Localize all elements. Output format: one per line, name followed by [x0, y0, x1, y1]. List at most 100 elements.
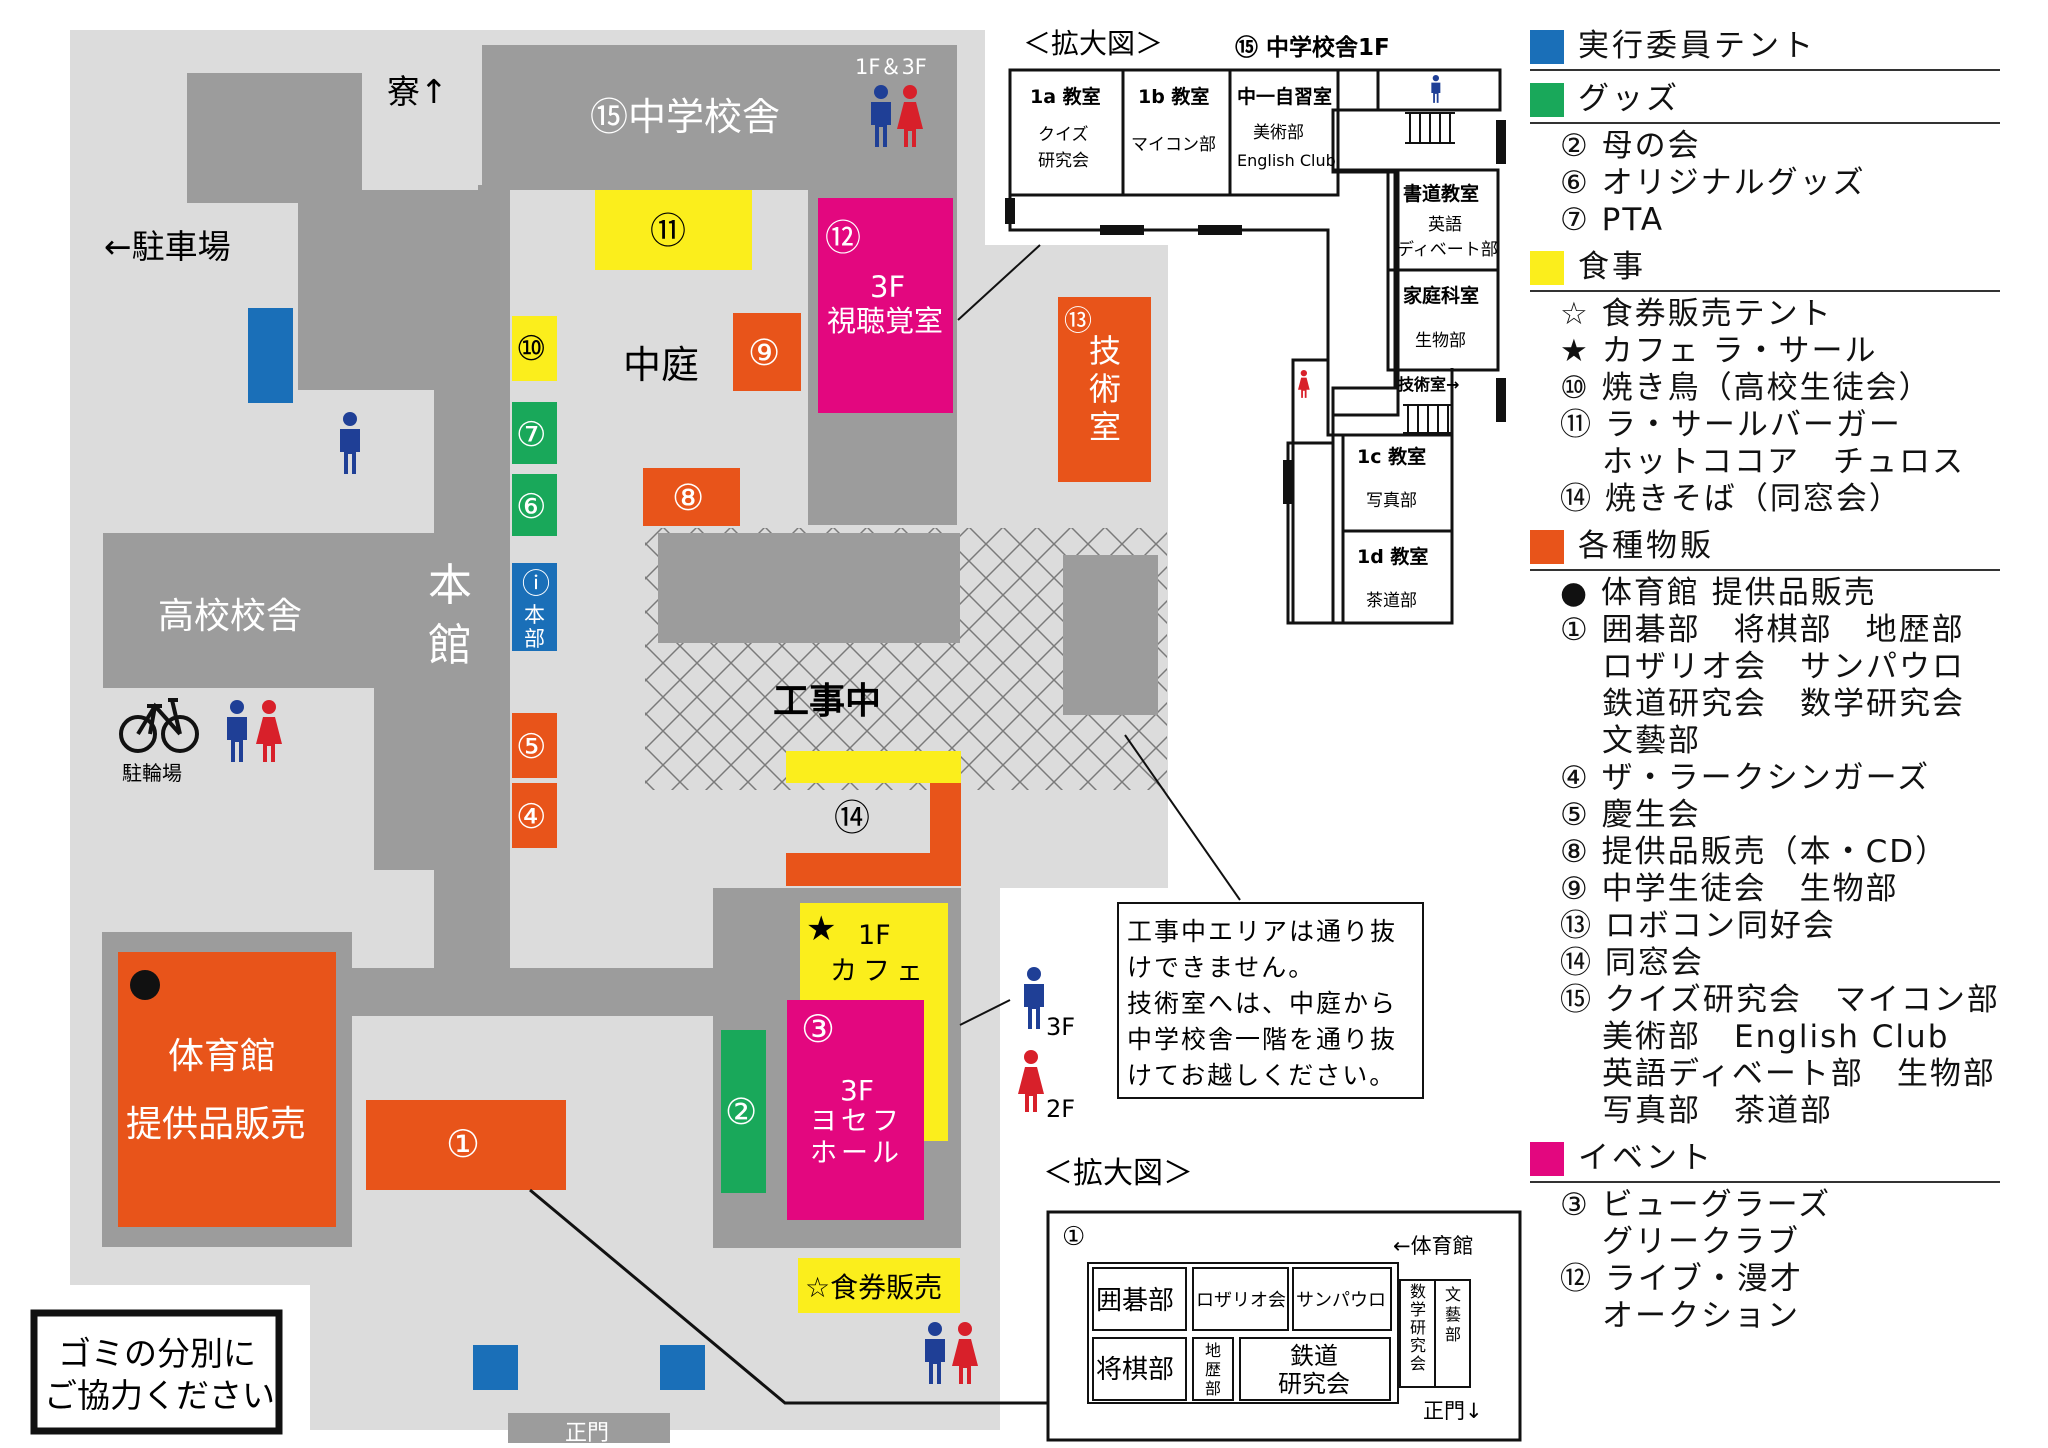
- bicycle-parking-label: 駐輪場: [122, 761, 182, 785]
- room-1c-label: 1c 教室: [1357, 445, 1426, 468]
- food-swatch: [1530, 250, 1564, 285]
- cell-shogi-label: 将棋部: [1096, 1355, 1174, 1385]
- notice-box: [1117, 902, 1424, 1099]
- committee-tent-west: [248, 308, 293, 403]
- legend-event-title: イベント: [1578, 1140, 1714, 1176]
- booth-11: [595, 190, 752, 270]
- main-building-label-1: 本: [428, 560, 472, 611]
- cell-rosario-label: ロザリオ会: [1196, 1290, 1286, 1311]
- wc-3f-label: 3F: [1046, 1013, 1075, 1041]
- committee-swatch: [1530, 29, 1564, 64]
- info-icon: ⓘ: [522, 567, 550, 600]
- cell-go-label: 囲碁部: [1096, 1286, 1174, 1316]
- inset-outline: [1087, 1262, 1399, 1404]
- legend-sales-item-cont: 英語ディベート部 生物部: [1602, 1056, 1996, 1092]
- legend-event: イベント: [1530, 1140, 2000, 1183]
- notice-line-4: 中学校舎一階を通り抜: [1127, 1025, 1397, 1054]
- notice-line-3: 技術室へは、中庭から: [1127, 989, 1397, 1018]
- legend-committee: 実行委員テント: [1530, 28, 2000, 71]
- booth-4: [512, 783, 557, 848]
- spot-2-label: ②: [725, 1092, 757, 1133]
- cell-tetsudo-2: 研究会: [1278, 1370, 1350, 1398]
- booth-2: [721, 1030, 766, 1193]
- room-1a-sub-1: クイズ: [1038, 125, 1089, 145]
- legend-event-item-cont: グリークラブ: [1602, 1224, 1800, 1260]
- hall-label: ヨセフホール: [810, 1106, 903, 1169]
- booth-14-top: [786, 751, 961, 783]
- legend-event-list: ③ ビューグラーズ グリークラブ ⑫ ライブ・漫才 オークション: [1530, 1187, 2030, 1335]
- cell-chireki-label: 地歴部: [1205, 1341, 1221, 1398]
- legend-sales: 各種物販: [1530, 528, 2000, 571]
- toilet-female-icon: [1018, 1050, 1044, 1112]
- info-label-2: 部: [524, 627, 545, 651]
- legend-sales-item: ⑧ 提供品販売（本・CD）: [1560, 834, 1949, 870]
- spot-12-label: ⑫: [825, 218, 861, 259]
- main-gate-building: [508, 1413, 670, 1443]
- cell-sanpaulo: [1292, 1267, 1392, 1331]
- door-marker: [1496, 120, 1506, 164]
- info-label-1: 本: [524, 603, 545, 627]
- inset-jhs-floorplan: ＜拡大図＞ ⑮ 中学校舎1F: [1005, 27, 1506, 625]
- event-swatch: [1530, 1141, 1564, 1176]
- spot-8-label: ⑧: [672, 478, 704, 519]
- gym-sub-label: 提供品販売: [126, 1104, 306, 1145]
- inset-booth-gym-arrow: ←体育館: [1393, 1234, 1474, 1258]
- legend-sales-item: ⑤ 慶生会: [1560, 797, 1701, 833]
- bicycle-icon: [119, 698, 199, 753]
- cafe-label: カフェ: [830, 956, 929, 987]
- hall-label-1: ヨセフ: [810, 1106, 903, 1137]
- cell-bungei: [1434, 1279, 1471, 1388]
- corridor: [330, 968, 720, 1016]
- leader-booth-1: [529, 1188, 1048, 1405]
- cell-math-label: 数学研究会: [1410, 1282, 1426, 1373]
- study-room-sub-2: English Club: [1237, 151, 1336, 170]
- leader-construction: [1124, 734, 1241, 901]
- door-marker: [1496, 378, 1506, 422]
- booth-14: [786, 783, 961, 886]
- tech-room-label-3: 室: [1089, 408, 1121, 446]
- toilet-female-icon: [1298, 370, 1310, 398]
- inset-jhs-title: ＜拡大図＞: [1023, 27, 1163, 60]
- legend-goods-item: ⑦ PTA: [1560, 202, 1665, 238]
- legend-sales-list: ● 体育館 提供品販売 ① 囲碁部 将棋部 地歴部 ロザリオ会 サンパウロ 鉄道…: [1530, 575, 2030, 1130]
- cafe-star-icon: ★: [806, 909, 836, 949]
- spot-11-label: ⑪: [650, 211, 686, 252]
- cell-bungei-label: 文藝部: [1445, 1285, 1461, 1344]
- hall-floor-label: 3F: [840, 1074, 874, 1107]
- room-1d-label: 1d 教室: [1357, 545, 1428, 568]
- hall-label-2: ホール: [810, 1138, 903, 1169]
- tech-room-label-1: 技: [1089, 332, 1121, 370]
- cafe-floor-label: 1F: [858, 920, 891, 951]
- legend-food-item: ⑪ ラ・サールバーガー: [1560, 407, 1902, 443]
- wc-2f-label: 2F: [1046, 1095, 1075, 1123]
- cell-shogi: [1092, 1337, 1187, 1401]
- cell-bungei-3: 部: [1445, 1325, 1461, 1344]
- cell-chireki-1: 地: [1205, 1341, 1221, 1360]
- legend-sales-item: ⑭ 同窓会: [1560, 945, 1704, 981]
- trash-notice-box: [30, 1309, 283, 1435]
- booth-6: [512, 474, 557, 536]
- inset-jhs-subtitle: ⑮ 中学校舎1F: [1235, 34, 1390, 61]
- construction-building-2: [1063, 555, 1158, 715]
- spot-13-label: ⑬: [1064, 304, 1092, 337]
- cell-math-1: 数: [1410, 1282, 1426, 1301]
- ticket-label: ☆食券販売: [805, 1271, 942, 1304]
- door-marker: [1198, 225, 1242, 235]
- committee-tent-gate-right: [660, 1345, 705, 1390]
- trash-notice-line-1: ゴミの分別に: [58, 1334, 256, 1373]
- legend-goods-title: グッズ: [1578, 81, 1680, 117]
- ticket-booth: [798, 1258, 960, 1313]
- leader-hall-wc: [959, 999, 1011, 1026]
- booth-7: [512, 402, 557, 464]
- room-1b-sub: マイコン部: [1131, 135, 1216, 155]
- gym-label: 体育館: [168, 1036, 276, 1077]
- cell-math-3: 研: [1410, 1318, 1426, 1337]
- legend-food: 食事: [1530, 249, 2000, 292]
- legend-sales-item: ① 囲碁部 将棋部 地歴部: [1560, 612, 1965, 648]
- legend-sales-item: ④ ザ・ラークシンガーズ: [1560, 760, 1931, 796]
- cell-sanpaulo-label: サンパウロ: [1296, 1290, 1386, 1311]
- door-marker: [1100, 225, 1144, 235]
- legend-committee-title: 実行委員テント: [1578, 28, 1816, 64]
- room-1a-label: 1a 教室: [1030, 85, 1101, 108]
